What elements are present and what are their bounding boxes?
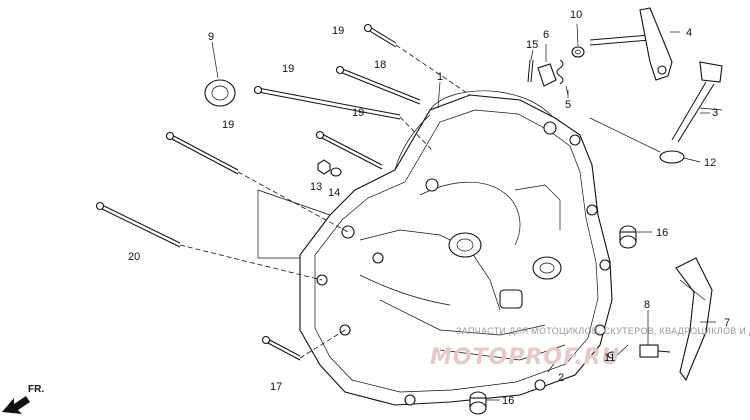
callout-4: 4 <box>686 27 692 39</box>
washer-14 <box>330 167 342 177</box>
callout-15: 15 <box>526 39 538 51</box>
callout-19-top: 19 <box>332 25 344 37</box>
front-direction-label: FR. <box>28 384 44 395</box>
guide-plate-7 <box>675 257 713 382</box>
collar-16-upper <box>619 225 637 249</box>
oil-seal <box>204 41 236 107</box>
holder-6 <box>537 63 557 87</box>
bolt-19-b <box>165 131 349 233</box>
oil-level-gauge <box>671 61 723 143</box>
o-ring-12 <box>659 150 701 164</box>
nut-13 <box>317 159 331 175</box>
washer-11 <box>607 351 617 359</box>
leader-lines <box>437 23 716 401</box>
callout-1: 1 <box>437 71 443 83</box>
callout-14: 14 <box>328 187 340 199</box>
crankcase-cover <box>299 90 613 406</box>
callout-6: 6 <box>543 29 549 41</box>
callout-3: 3 <box>712 107 718 119</box>
callout-2: 2 <box>558 372 564 384</box>
callout-5: 5 <box>565 99 571 111</box>
bolt-20 <box>95 201 323 281</box>
watermark: ЗАПЧАСТИ ДЛЯ МОТОЦИКЛОВ, СКУТЕРОВ, КВАДР… <box>430 325 750 370</box>
bolt-19-a <box>253 85 433 151</box>
front-direction-arrow: FR. <box>2 384 44 414</box>
switch-8 <box>639 310 671 358</box>
callout-7: 7 <box>724 317 730 329</box>
callout-8: 8 <box>644 299 650 311</box>
spring-5 <box>556 59 569 96</box>
pin-15 <box>527 59 534 83</box>
callout-19-mid: 19 <box>282 63 294 75</box>
callout-19-left: 19 <box>222 119 234 131</box>
callout-18: 18 <box>374 59 386 71</box>
callout-10: 10 <box>570 9 582 21</box>
callout-9: 9 <box>208 31 214 43</box>
bolt-19-d <box>335 65 421 105</box>
spindle-4 <box>589 7 673 81</box>
watermark-text: ЗАПЧАСТИ ДЛЯ МОТОЦИКЛОВ, СКУТЕРОВ, КВАДР… <box>456 325 750 336</box>
callout-19-right: 19 <box>352 107 364 119</box>
watermark-logo: MOTOPROF.RU <box>430 345 620 370</box>
callout-12: 12 <box>704 157 716 169</box>
bolt-18 <box>363 23 471 96</box>
callout-13: 13 <box>310 181 322 193</box>
callout-16-lower: 16 <box>502 395 514 407</box>
collar-16-lower <box>469 391 487 415</box>
bolt-17 <box>261 329 346 361</box>
callout-17: 17 <box>270 381 282 393</box>
callout-20: 20 <box>128 251 140 263</box>
washer-10 <box>571 46 585 58</box>
callout-11: 11 <box>604 352 615 364</box>
bolt-19-c <box>315 130 383 170</box>
callout-numbers: 1 2 3 4 5 6 7 8 9 10 11 12 13 14 15 16 1… <box>128 9 730 407</box>
callout-16-upper: 16 <box>656 227 668 239</box>
